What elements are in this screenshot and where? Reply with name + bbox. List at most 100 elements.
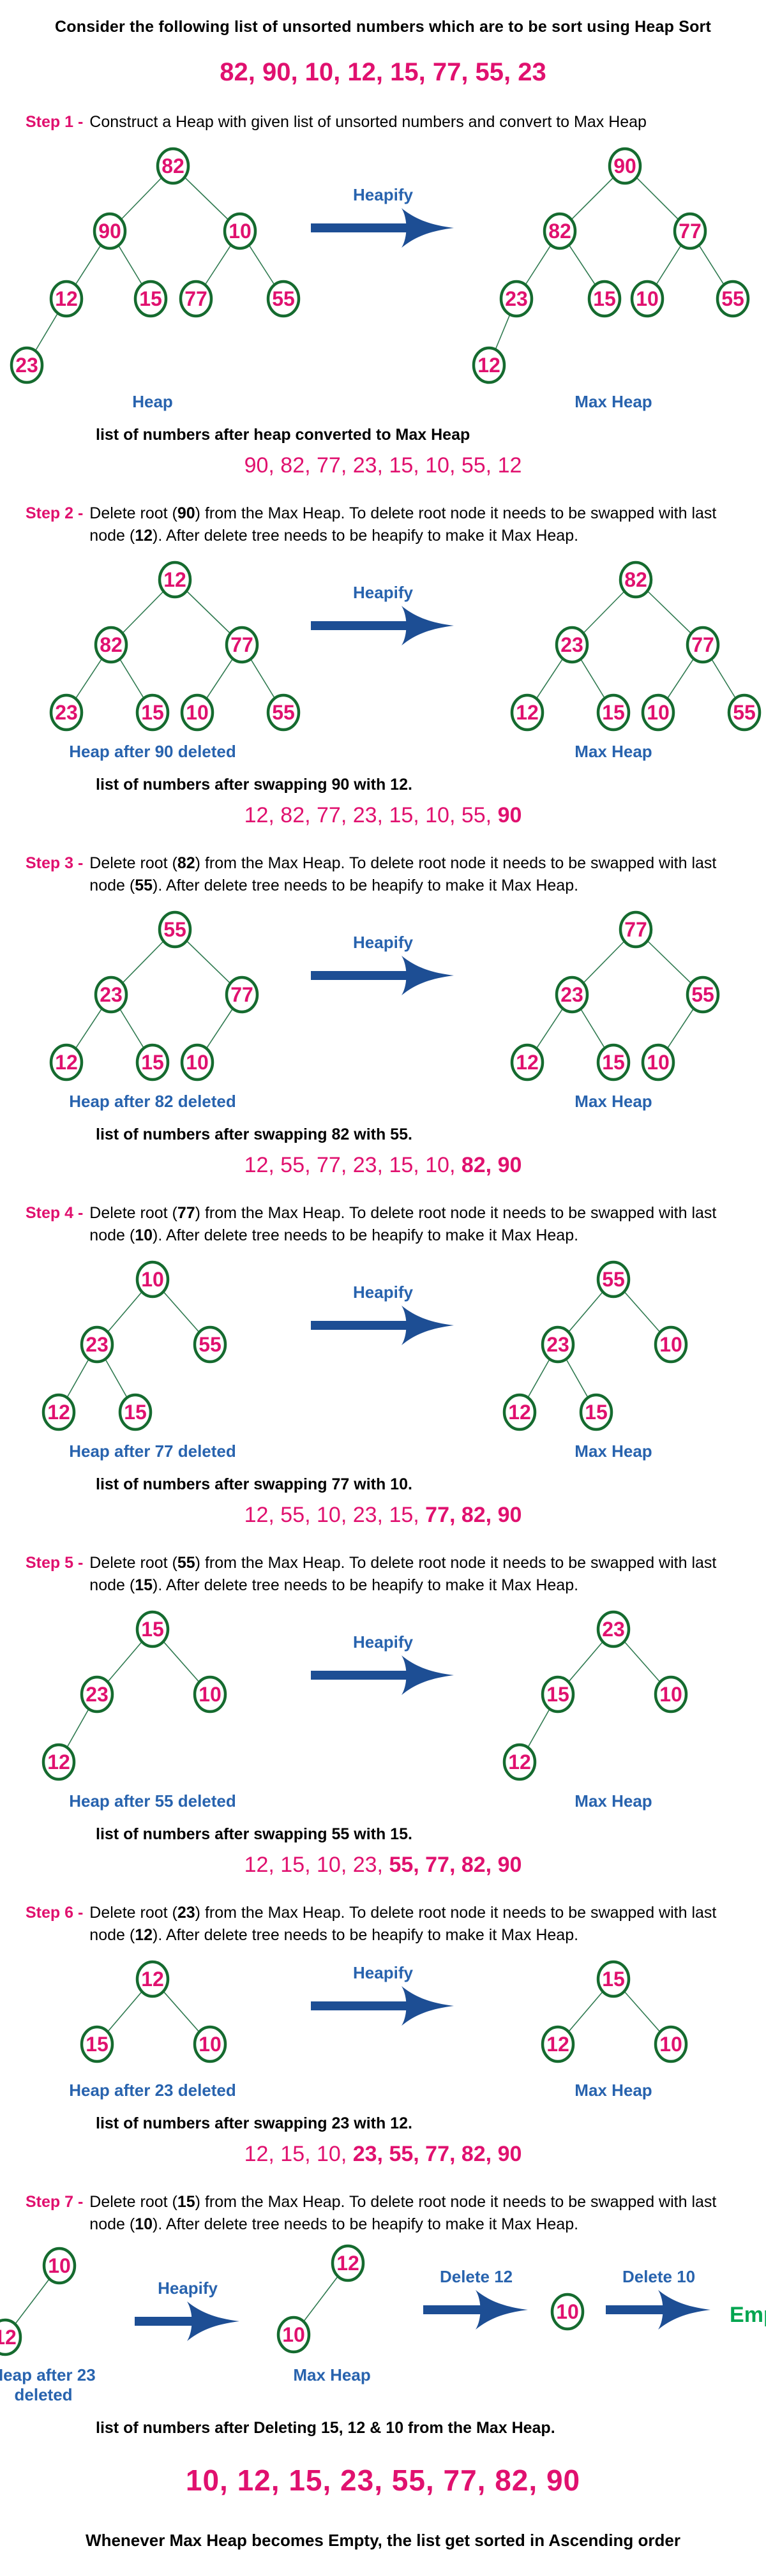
heapify-arrow-label: Heapify	[353, 1282, 413, 1302]
tree-node-77: 77	[673, 212, 707, 250]
step-description-text: Delete root (	[89, 1553, 177, 1572]
step-number-label: Step 5 -	[26, 1553, 84, 1572]
list-plain-part: 12, 15, 10,	[244, 2141, 353, 2166]
heapify-arrow-label: Heapify	[353, 1962, 413, 1982]
svg-text:82: 82	[100, 633, 123, 656]
list-after-step: 12, 15, 10, 23, 55, 77, 82, 90	[0, 2142, 766, 2167]
step-description: Delete root (90) from the Max Heap. To d…	[89, 502, 734, 548]
tree-node-55: 55	[266, 693, 301, 731]
svg-text:15: 15	[141, 701, 164, 724]
tree-node-15: 15	[596, 1960, 631, 1998]
svg-text:10: 10	[229, 220, 252, 243]
list-plain-part: 12, 15, 10, 23,	[244, 1852, 389, 1877]
svg-text:82: 82	[624, 568, 647, 591]
svg-text:12: 12	[47, 1401, 70, 1424]
heapify-arrow-block: Heapify	[308, 933, 458, 998]
step-description-text: ) from the Max Heap. To delete root node…	[89, 1553, 717, 1595]
svg-text:23: 23	[560, 983, 583, 1006]
svg-text:10: 10	[186, 701, 209, 724]
tree-node-55: 55	[716, 280, 750, 317]
step-heading: Step 5 - Delete root (55) from the Max H…	[26, 1552, 747, 1597]
step-7-max-heap-tree-caption: Max Heap	[293, 2365, 371, 2384]
tree-node-55: 55	[266, 280, 301, 317]
svg-text:55: 55	[691, 983, 714, 1006]
delete-12-arrow-block: Delete 12	[422, 2267, 530, 2332]
step-description-text: ). After delete tree needs to be heapify…	[153, 1226, 579, 1244]
svg-text:23: 23	[505, 287, 528, 310]
svg-text:12: 12	[477, 354, 500, 377]
svg-text:23: 23	[86, 1683, 109, 1706]
tree-node-55: 55	[727, 693, 762, 731]
step-description-bold-number: 15	[135, 1576, 153, 1594]
svg-text:12: 12	[546, 2033, 569, 2056]
tree-node-15: 15	[118, 1393, 153, 1431]
svg-text:77: 77	[230, 983, 253, 1006]
step-3-heap-tree-caption: Heap after 82 deleted	[69, 1091, 236, 1111]
tree-node-10: 10	[193, 2025, 227, 2063]
svg-text:12: 12	[516, 1051, 539, 1074]
step-1-section: Step 1 - Construct a Heap with given lis…	[0, 111, 766, 478]
tree-node-23: 23	[49, 693, 84, 731]
tree-node-55: 55	[193, 1325, 227, 1363]
tree-node-77: 77	[225, 626, 259, 663]
heapify-arrow-icon	[311, 1985, 454, 2026]
tree-node-90: 90	[608, 147, 642, 185]
tree-node-10: 10	[276, 2316, 311, 2353]
list-plain-part: 12, 82, 77, 23, 15, 10, 55,	[244, 802, 498, 827]
tree-node-23: 23	[10, 346, 44, 384]
tree-node-55: 55	[158, 910, 192, 948]
svg-text:10: 10	[647, 1051, 670, 1074]
tree-node-15: 15	[596, 693, 631, 731]
step-description-bold-number: 55	[177, 1553, 195, 1572]
step-4-section: Step 4 - Delete root (77) from the Max H…	[0, 1202, 766, 1528]
list-after-step: 12, 55, 10, 23, 15, 77, 82, 90	[0, 1503, 766, 1528]
list-caption: list of numbers after heap converted to …	[96, 425, 470, 444]
tree-node-82: 82	[156, 147, 190, 185]
list-caption: list of numbers after Deleting 15, 12 & …	[96, 2418, 555, 2437]
delete-10-arrow-block: Delete 10	[605, 2267, 713, 2332]
list-sorted-part: 23, 55, 77, 82, 90	[352, 2141, 522, 2166]
svg-text:15: 15	[139, 287, 162, 310]
tree-node-23: 23	[80, 1675, 114, 1713]
step-description-text: Delete root (	[89, 504, 177, 522]
svg-text:15: 15	[141, 1618, 164, 1641]
svg-text:15: 15	[602, 1051, 625, 1074]
tree-node-15: 15	[135, 693, 170, 731]
svg-text:15: 15	[124, 1401, 147, 1424]
svg-text:90: 90	[98, 220, 121, 243]
tree-node-12: 12	[135, 1960, 170, 1998]
svg-text:12: 12	[55, 1051, 78, 1074]
step-description-text: ). After delete tree needs to be heapify…	[153, 1926, 579, 1944]
step-description-text: Delete root (	[89, 2192, 177, 2211]
svg-text:12: 12	[47, 1751, 70, 1774]
tree-node-23: 23	[555, 975, 589, 1013]
step-description-text: ). After delete tree needs to be heapify…	[153, 527, 579, 545]
svg-text:23: 23	[560, 633, 583, 656]
svg-text:15: 15	[602, 1968, 625, 1991]
tree-node-12: 12	[49, 1043, 84, 1081]
list-after-step: 90, 82, 77, 23, 15, 10, 55, 12	[0, 453, 766, 478]
step-description-text: ) from the Max Heap. To delete root node…	[89, 1203, 717, 1245]
step-description-text: ). After delete tree needs to be heapify…	[153, 877, 579, 894]
svg-text:10: 10	[48, 2254, 71, 2277]
step-description: Delete root (23) from the Max Heap. To d…	[89, 1902, 734, 1947]
delete-12-arrow-icon	[423, 2289, 529, 2330]
svg-text:12: 12	[516, 701, 539, 724]
tree-node-82: 82	[543, 212, 577, 250]
